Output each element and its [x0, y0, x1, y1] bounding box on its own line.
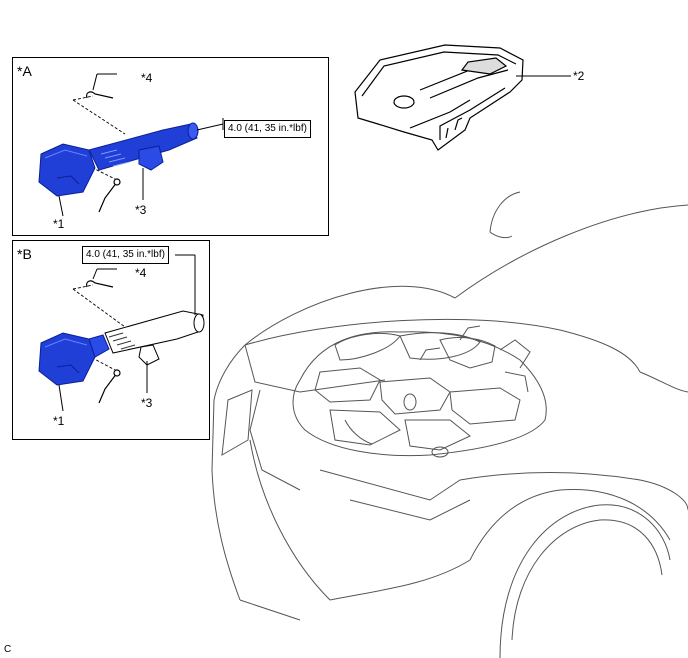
air-cleaner-hose-a [88, 122, 199, 171]
callout-b-3: *3 [141, 396, 153, 410]
car-body-outline [211, 191, 688, 658]
callout-b-4: *4 [135, 266, 147, 280]
panel-a: *A [12, 57, 329, 236]
engine-cover [354, 44, 524, 151]
air-cleaner-case-a [38, 143, 96, 197]
air-cleaner-hose-b [104, 310, 205, 366]
callout-a-4: *4 [141, 71, 153, 85]
figure-code: C [4, 644, 12, 655]
air-cleaner-case-b [38, 332, 110, 386]
torque-spec-a: 4.0 (41, 35 in.*lbf) [224, 120, 311, 138]
panel-b-diagram [38, 254, 205, 412]
clamp-b [86, 280, 121, 404]
panel-a-label: *A [17, 63, 32, 79]
panel-b-label: *B [17, 246, 32, 262]
torque-spec-b: 4.0 (41, 35 in.*lbf) [82, 246, 169, 264]
panel-b: *B [12, 240, 210, 440]
callout-a-1: *1 [53, 217, 65, 231]
panel-a-diagram [38, 73, 224, 217]
callout-b-1: *1 [53, 414, 65, 428]
clamp-a [86, 91, 121, 213]
callout-a-3: *3 [135, 203, 147, 217]
callout-2: *2 [573, 69, 585, 83]
